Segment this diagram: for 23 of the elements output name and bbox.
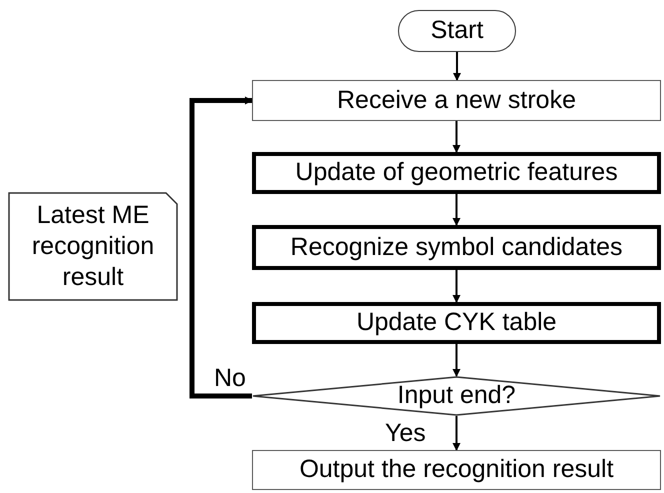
process-box xyxy=(252,302,661,344)
arrow xyxy=(452,121,460,153)
node-text: Output the recognition result xyxy=(299,454,614,486)
node-text: Start xyxy=(430,15,484,46)
arrow xyxy=(190,96,253,398)
process-box xyxy=(252,152,661,194)
node-text: Update of geometric features xyxy=(295,157,618,188)
arrow xyxy=(452,194,460,226)
node-text: Receive a new stroke xyxy=(336,84,576,116)
arrow xyxy=(452,416,460,451)
node-text: Input end? xyxy=(397,380,516,412)
node-text: Latest ME recognition result xyxy=(30,200,156,294)
arrow xyxy=(452,270,460,303)
arrow xyxy=(453,52,461,81)
arrow xyxy=(452,344,460,377)
decision-diamond xyxy=(252,376,661,416)
note-box xyxy=(8,192,178,301)
process-box xyxy=(252,450,661,490)
start-terminal xyxy=(398,10,516,52)
node-text: Update CYK table xyxy=(356,307,557,338)
node-text: Recognize symbol candidates xyxy=(290,232,623,263)
process-box xyxy=(252,225,661,270)
process-box xyxy=(252,80,661,121)
